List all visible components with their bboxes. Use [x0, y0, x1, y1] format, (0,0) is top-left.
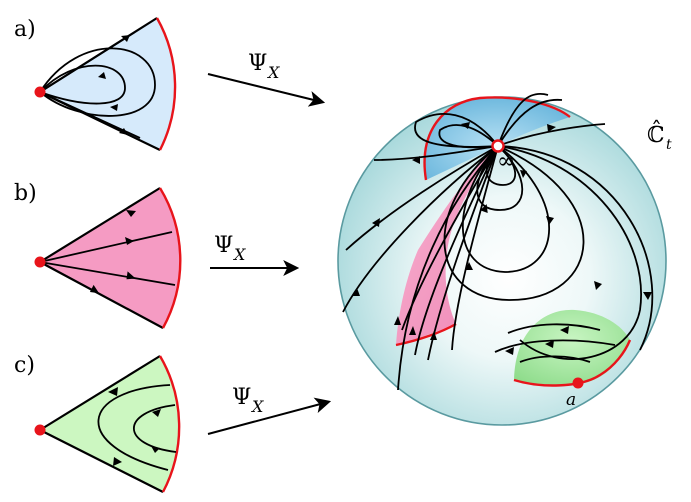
panel-c-arrow-icon [108, 387, 118, 396]
infinity-label: ∞ [497, 149, 515, 174]
panel-a-flow-inner [39, 64, 126, 105]
map-c-label: Ψ [232, 385, 251, 410]
panel-b-arrow-icon [89, 284, 100, 294]
sphere-green-region [514, 309, 630, 385]
panel-a-label: a) [14, 17, 36, 42]
sphere-arrow-icon [461, 122, 470, 129]
sphere-loop [497, 145, 654, 351]
map-a-label: Ψ [248, 51, 267, 76]
sphere-arrow-icon [430, 331, 437, 340]
sphere-loop [476, 145, 524, 211]
sphere-label: ℂ̂ t [647, 120, 672, 153]
panel-a-arrow-icon [110, 104, 118, 111]
sphere-label-sub: t [666, 137, 672, 153]
sphere-flow-line [497, 93, 549, 147]
panel-a-red-arc [155, 17, 177, 151]
sphere-blue-red-arc [423, 96, 571, 181]
sphere-arrow-icon [409, 326, 416, 335]
panel-a-arrow-icon [98, 72, 106, 79]
sphere-arrow-icon [643, 292, 652, 300]
sphere-loop [485, 145, 517, 186]
map-arrow-a: Ψ X [207, 51, 326, 107]
sphere-flow-line [401, 145, 499, 331]
sphere-arrow-icon [480, 204, 488, 214]
map-c-sub: X [250, 397, 264, 416]
panel-b-sector [40, 188, 181, 328]
panel-c-flow-outer [97, 384, 171, 471]
panel-b-label: b) [14, 181, 37, 206]
sphere-arrow-icon [372, 218, 380, 227]
sphere-arrow-icon [545, 340, 554, 348]
panel-c-arrow-icon [113, 457, 122, 466]
sphere-loop [497, 145, 642, 360]
sphere-green-flow [519, 355, 591, 363]
panel-b-flow [39, 261, 176, 286]
sphere-blue-region [424, 97, 570, 180]
sphere-arrow-icon [412, 156, 420, 164]
panel-c-arrow-icon [152, 409, 161, 417]
sphere-green-flow [494, 339, 616, 353]
panel-a-sector [40, 18, 176, 150]
sphere-arrow-icon [352, 288, 360, 296]
sphere-green-red-arc [513, 339, 632, 387]
sphere-arrow-icon [547, 124, 556, 132]
map-arrow-c: Ψ X [207, 385, 332, 435]
panel-b-arrow-icon [125, 237, 134, 245]
point-a-label: a [566, 390, 576, 410]
panel-c-arrow-icon [151, 446, 160, 453]
sphere-arrow-icon [505, 347, 514, 355]
sphere-arrow-icon [394, 316, 401, 325]
map-b-sub: X [232, 245, 246, 264]
panel-a-arrow-icon [119, 128, 128, 135]
sphere-flow-line [497, 123, 606, 147]
panel-b: b) [14, 181, 182, 329]
panel-a-arrow-icon [121, 35, 130, 42]
sphere-arrow-icon [594, 281, 602, 290]
panel-c-sector [40, 356, 180, 492]
panel-c-label: c) [14, 353, 35, 378]
sphere-label-main: ℂ̂ [647, 120, 665, 148]
panel-a: a) [14, 17, 177, 151]
riemann-sphere: ∞ a [337, 93, 667, 426]
sphere-flow-line [438, 124, 499, 149]
sphere-flow-line [373, 145, 499, 161]
point-a [572, 377, 584, 389]
panel-c-red-arc [158, 355, 181, 493]
sphere-flow-line [414, 113, 499, 148]
sphere-arrow-icon [560, 326, 569, 334]
map-arrow-b: Ψ X [210, 233, 300, 276]
sphere-flow-line [345, 145, 499, 251]
sphere-pink-region [396, 146, 498, 345]
sphere-flow-line [397, 145, 499, 391]
sphere-loop [443, 145, 585, 301]
map-a-sub: X [266, 63, 280, 82]
panel-a-flow-top [39, 31, 136, 93]
panel-c: c) [14, 353, 181, 493]
infinity-point [491, 139, 505, 153]
map-b-label: Ψ [214, 233, 233, 258]
sphere-arrow-icon [546, 216, 554, 225]
sphere-flow-line [497, 98, 563, 147]
sphere-arrow-icon [520, 170, 527, 178]
panel-a-fixed-point [34, 86, 46, 98]
panel-b-red-arc [158, 187, 182, 329]
sphere-green-flow [507, 323, 601, 334]
panel-b-arrow-icon [126, 271, 136, 280]
sphere-loop [461, 145, 550, 273]
panel-b-arrow-icon [126, 210, 136, 217]
map-c-arrow-icon [207, 397, 332, 435]
panel-b-flow [39, 231, 173, 263]
sphere-flow-line [414, 145, 499, 356]
sphere-flow-line [451, 145, 499, 351]
panel-c-fixed-point [34, 424, 46, 436]
sphere-arrow-icon [465, 262, 473, 270]
map-a-arrow-icon [207, 73, 326, 107]
panel-b-fixed-point [34, 256, 46, 268]
